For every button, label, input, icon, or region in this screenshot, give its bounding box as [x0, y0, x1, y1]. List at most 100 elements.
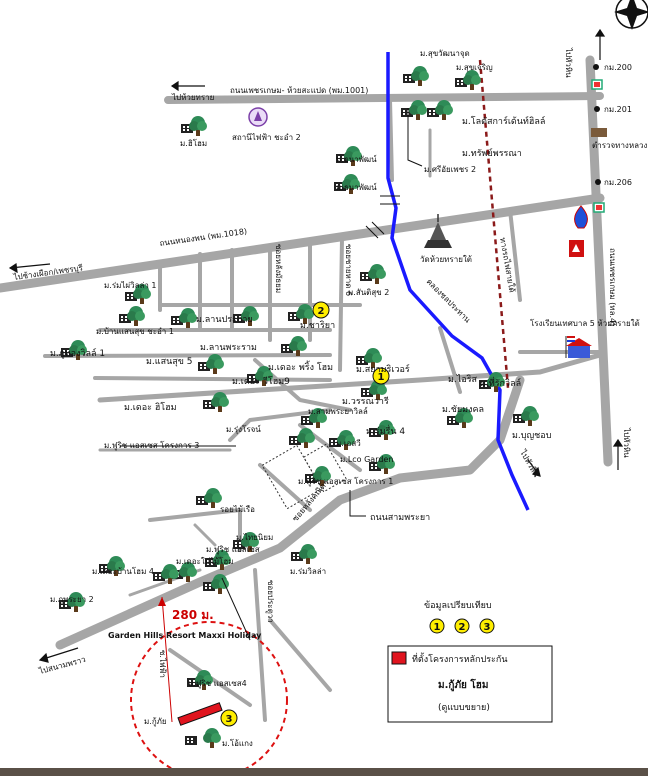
svg-text:ม.ลานพระราม: ม.ลานพระราม	[200, 343, 257, 353]
canal-line	[386, 52, 530, 511]
svg-text:ม.แสนสุข 5: ม.แสนสุข 5	[146, 357, 192, 367]
svg-text:ม.ฟูริช แอสเซส โครงการ 3: ม.ฟูริช แอสเซส โครงการ 3	[104, 440, 199, 451]
marker-3: 3	[220, 709, 238, 727]
distance-line	[161, 596, 173, 723]
svg-text:ม.ฮิโฮม: ม.ฮิโฮม	[180, 138, 207, 148]
legend-num-1: 1	[429, 618, 445, 634]
svg-text:ม.ไทยนิยม: ม.ไทยนิยม	[236, 533, 273, 542]
svg-text:ม.โลตัสการ์เด้นท์ฮิลล์: ม.โลตัสการ์เด้นท์ฮิลล์	[462, 115, 545, 127]
svg-text:ม.ฟูริช แอสเซส4: ม.ฟูริช แอสเซส4	[188, 679, 247, 689]
legend-expand-note: (ดูแบบขยาย)	[438, 703, 490, 713]
svg-text:ม.สันติสุข 2: ม.สันติสุข 2	[348, 288, 389, 297]
svg-text:ม.เอสวี: ม.เอสวี	[336, 439, 361, 448]
village-labels: ม.สุขวัฒนาจุด ม.สุขเจริญ ม.ฮิโฮม ม.โลตัส…	[50, 49, 552, 748]
svg-text:ม.ร่มวิลล่า: ม.ร่มวิลล่า	[290, 567, 326, 576]
legend-compare-title: ข้อมูลเปรียบเทียบ	[424, 600, 492, 611]
svg-text:ม.เดอะบ้านโฮม 4: ม.เดอะบ้านโฮม 4	[92, 566, 154, 576]
label-to-hua-hin-right: ไปหัวหิน	[622, 427, 631, 458]
label-road-nongpan: ถนนหนองพน (พม.1018)	[159, 227, 248, 248]
label-distance: 280 ม.	[172, 608, 214, 622]
svg-text:ม.เดอะ วีโฮม9: ม.เดอะ วีโฮม9	[232, 376, 290, 387]
label-substation: สถานีไฟฟ้า ชะอำ 2	[232, 133, 301, 142]
direction-arrows	[8, 28, 624, 663]
svg-text:ม.Lco Garden: ม.Lco Garden	[340, 455, 393, 464]
roads-layer	[0, 55, 613, 722]
svg-text:ม.เดอะ ฮิโฮม: ม.เดอะ ฮิโฮม	[124, 402, 177, 413]
numbered-markers: 1 2 3	[220, 301, 390, 727]
svg-text:ม.ฟูริช แอสเซส: ม.ฟูริช แอสเซส	[206, 545, 260, 555]
label-road-phetkasem-main: ถนนเพชรเกษม (ทล.4)	[608, 248, 617, 326]
label-to-hua-hin-bottom: ไปหัวหิน	[518, 448, 541, 479]
svg-text:ม.ร่มรื่น 4: ม.ร่มรื่น 4	[366, 424, 405, 437]
direction-labels: ไปห้วยทราย ไปช้างเผือก/เพชรบุรี ไปหัวหิน…	[12, 47, 631, 676]
compass-icon	[614, 0, 648, 30]
svg-text:ม.ลานประกาย: ม.ลานประกาย	[196, 315, 253, 325]
label-road-phetkasem-huaisaket: ถนนเพชรเกษม- ห้วยสะแปด (พม.1001)	[230, 86, 368, 95]
label-soi-pha: ซ.ไฟฟ้า	[158, 650, 167, 678]
school-icon	[565, 336, 592, 358]
legend-swatch	[391, 651, 407, 665]
label-temple: วัดห้วยทรายใต้	[420, 255, 472, 264]
svg-text:ม.รุ่งโรจน์: ม.รุ่งโรจน์	[226, 424, 261, 434]
svg-text:ม.เดอะใบไม้โฮม: ม.เดอะใบไม้โฮม	[176, 556, 234, 566]
svg-text:ม.สามพระยาวิลล์: ม.สามพระยาวิลล์	[308, 406, 368, 416]
svg-text:ม.เดอะ พริ้ง โฮม: ม.เดอะ พริ้ง โฮม	[268, 360, 333, 373]
svg-text:ม.ภูทองวิลล์ 1: ม.ภูทองวิลล์ 1	[50, 347, 105, 359]
svg-text:ม.กู้ภัย: ม.กู้ภัย	[144, 717, 167, 727]
svg-text:ม.ร่มไผ่วิลล่า 1: ม.ร่มไผ่วิลล่า 1	[104, 281, 157, 290]
km-dots	[593, 64, 601, 185]
label-resort: Garden Hills Resort Maxxi Holiday	[108, 631, 262, 640]
svg-text:3: 3	[484, 622, 491, 633]
svg-text:ม.ไอริส: ม.ไอริส	[448, 374, 478, 385]
marker-1: 1	[372, 367, 390, 385]
zoom-circle	[130, 621, 288, 776]
substation-icon	[248, 107, 268, 127]
temple-icon	[424, 214, 452, 248]
road-phetkasem-huaisaket	[164, 92, 604, 104]
svg-text:ม.ภูพระยา 2: ม.ภูพระยา 2	[50, 595, 94, 605]
distance-arrowhead	[158, 597, 166, 606]
svg-text:ม.บุญชอบ: ม.บุญชอบ	[512, 431, 552, 441]
label-canal: คลองชลประทาน	[425, 277, 473, 325]
road-nongpan	[0, 193, 605, 293]
svg-text:ม.วรรณวารี: ม.วรรณวารี	[342, 396, 389, 407]
legend-box	[387, 645, 553, 723]
svg-text:2: 2	[459, 622, 466, 633]
label-school: โรงเรียนเทศบาล 5 ห้วยทรายใต้	[530, 318, 640, 328]
legend-num-3: 3	[479, 618, 495, 634]
svg-text:รอยไม้เรือ: รอยไม้เรือ	[220, 505, 255, 514]
landmark-labels: สถานีไฟฟ้า ชะอำ 2 วัดห้วยทรายใต้ โรงเรีย…	[232, 133, 648, 328]
road-samphraya	[55, 375, 525, 650]
legend-main-project: ที่ตั้งโครงการหลักประกัน	[412, 652, 507, 665]
svg-text:2: 2	[318, 306, 325, 317]
svg-text:3: 3	[226, 714, 233, 725]
svg-text:ม.ธนาพัฒน์: ม.ธนาพัฒน์	[336, 182, 377, 192]
leader-lines	[120, 108, 423, 641]
label-soi-beach: ซอยชายหาด 6	[344, 244, 353, 296]
svg-text:1: 1	[434, 622, 441, 633]
label-km-200: กม.200	[604, 63, 632, 72]
label-km-201: กม.201	[604, 105, 632, 114]
svg-text:ม.สยามริเวอร์: ม.สยามริเวอร์	[356, 363, 410, 375]
km-labels: กม.200 กม.201 กม.206	[604, 63, 632, 187]
svg-text:ม.โอ้แกง: ม.โอ้แกง	[222, 738, 253, 748]
svg-text:ม.สุขเจริญ: ม.สุขเจริญ	[456, 63, 493, 72]
railway-line	[478, 59, 510, 389]
label-km-206: กม.206	[604, 178, 632, 187]
marker-2: 2	[312, 301, 330, 319]
poi-icons	[569, 79, 607, 257]
svg-text:ม.บ้านแสนสุข ชะอำ 1: ม.บ้านแสนสุข ชะอำ 1	[96, 327, 174, 336]
svg-text:ม.ศรีอัยเพชร 2: ม.ศรีอัยเพชร 2	[424, 165, 476, 174]
legend: ข้อมูลเปรียบเทียบ 1 2 3 ที่ตั้งโครงการหล…	[387, 600, 553, 723]
label-to-huaisai: ไปห้วยทราย	[171, 93, 214, 102]
bridge-marks	[365, 195, 400, 239]
svg-text:ม.ชัยมงคล: ม.ชัยมงคล	[442, 405, 484, 415]
svg-text:ม.ธนาพัฒน์: ม.ธนาพัฒน์	[336, 154, 377, 164]
legend-village-name: ม.กู้ภัย โฮม	[438, 678, 488, 692]
svg-text:ม.ที่รักวิลล์: ม.ที่รักวิลล์	[480, 376, 521, 389]
label-soi-lang-mathayom: ซอยหลังมัธยม	[274, 244, 283, 293]
svg-text:1: 1	[378, 372, 385, 383]
legend-num-2: 2	[454, 618, 470, 634]
label-road-samphraya: ถนนสามพระยา	[370, 513, 430, 523]
